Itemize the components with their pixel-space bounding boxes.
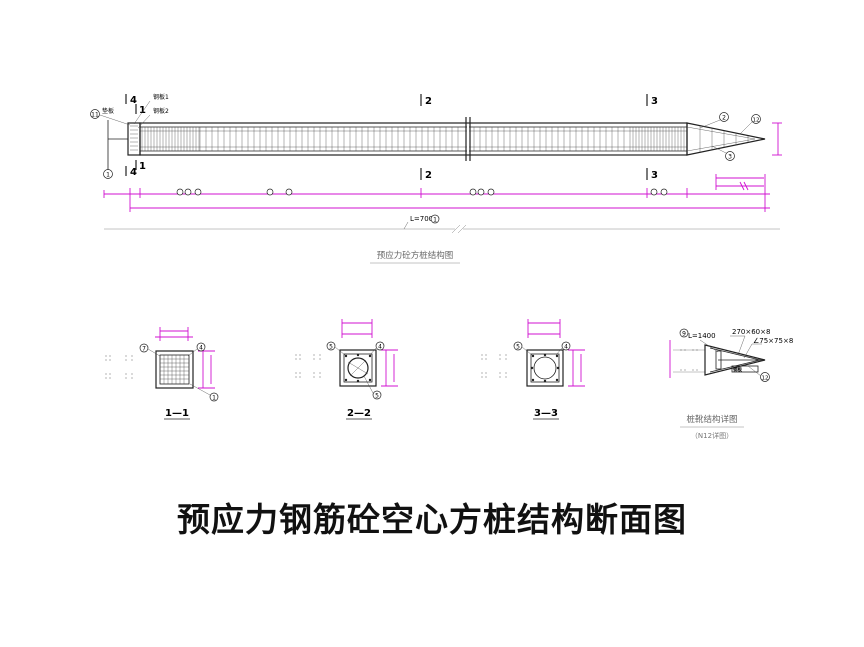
svg-text:7: 7 [142, 346, 146, 353]
section-mark-4-bottom: 4 [130, 167, 137, 178]
bubble-1-length: 1 [430, 214, 440, 224]
section-2-2: 5 4 5 2—2 [295, 319, 398, 420]
section-2-2-bubble-5: 5 [326, 341, 346, 356]
svg-text:2: 2 [722, 115, 726, 122]
section-1-1-bubble-7: 7 [139, 343, 161, 357]
pile-tip [686, 122, 766, 156]
bubble-1-left: 1 [103, 169, 113, 179]
bubble-2-tip: 2 [699, 112, 729, 129]
svg-text:4: 4 [564, 344, 568, 351]
section-mark-2-top: 2 [425, 96, 432, 107]
section-1-1: 7 4 1 1—1 [105, 327, 219, 420]
bubble-3-tip: 3 [711, 145, 735, 161]
svg-text:12: 12 [762, 376, 769, 382]
section-mark-1-bottom: 1 [139, 161, 146, 172]
tip-bubble-9: 9 [679, 328, 689, 338]
bubble-11: 11 [90, 109, 100, 119]
tip-detail-caption: 桩靴结构详图 [686, 414, 737, 425]
section-mark-3-bottom: 3 [651, 170, 658, 181]
tip-detail-subcaption: （N12详图） [691, 431, 733, 440]
section-3-3: 5 4 3—3 [481, 319, 585, 420]
pile-body-outline [139, 122, 688, 156]
label-steel-plate-1: 钢板1 [153, 93, 169, 101]
tip-angle-label: ∠75×75×8 [753, 337, 793, 345]
section-1-1-bubble-1: 1 [189, 383, 219, 402]
label-pad-plate: 垫板 [102, 107, 114, 115]
tip-plate-label: 270×60×8 [732, 328, 770, 336]
svg-text:5: 5 [375, 393, 379, 400]
section-3-3-bubble-5: 5 [513, 341, 533, 356]
tip-detail: 钢板 L=1400 270×60×8 ∠75×75×8 9 12 桩靴结构详图 … [669, 328, 793, 440]
section-mark-1-top: 1 [139, 105, 146, 116]
svg-text:1: 1 [433, 217, 437, 224]
bubble-12-tip: 12 [739, 114, 761, 135]
section-2-2-bubble-5b: 5 [363, 375, 382, 400]
section-1-1-label: 1—1 [165, 408, 189, 419]
elevation-caption: 预应力砼方桩结构图 [377, 250, 454, 261]
length-label: L=700 [410, 215, 433, 223]
svg-text:9: 9 [682, 331, 686, 338]
svg-text:5: 5 [329, 344, 333, 351]
svg-text:1: 1 [106, 172, 110, 179]
tip-plate-tag: 钢板 [733, 366, 742, 373]
label-steel-plate-2: 钢板2 [153, 107, 169, 115]
section-3-3-label: 3—3 [534, 408, 558, 419]
svg-text:3: 3 [728, 154, 732, 161]
section-2-2-label: 2—2 [347, 408, 371, 419]
svg-text:5: 5 [516, 344, 520, 351]
section-mark-3-top: 3 [651, 96, 658, 107]
section-1-1-bubble-4: 4 [187, 342, 206, 357]
svg-text:4: 4 [199, 345, 203, 352]
stirrup-lines [141, 127, 685, 151]
section-2-2-bubble-4: 4 [369, 341, 385, 356]
svg-text:11: 11 [91, 112, 99, 119]
section-mark-4-top: 4 [130, 95, 137, 106]
section-3-3-bubble-4: 4 [555, 341, 571, 356]
section-mark-2-bottom: 2 [425, 170, 432, 181]
tip-length-label: L=1400 [688, 332, 716, 340]
svg-text:1: 1 [212, 395, 216, 402]
tip-bubble-12: 12 [747, 365, 770, 382]
svg-text:12: 12 [753, 118, 760, 124]
svg-text:4: 4 [378, 344, 382, 351]
main-title: 预应力钢筋砼空心方桩结构断面图 [177, 500, 687, 539]
pile-elevation: 4 1 2 3 4 1 2 3 垫板 钢板1 钢板2 11 1 [90, 93, 782, 264]
